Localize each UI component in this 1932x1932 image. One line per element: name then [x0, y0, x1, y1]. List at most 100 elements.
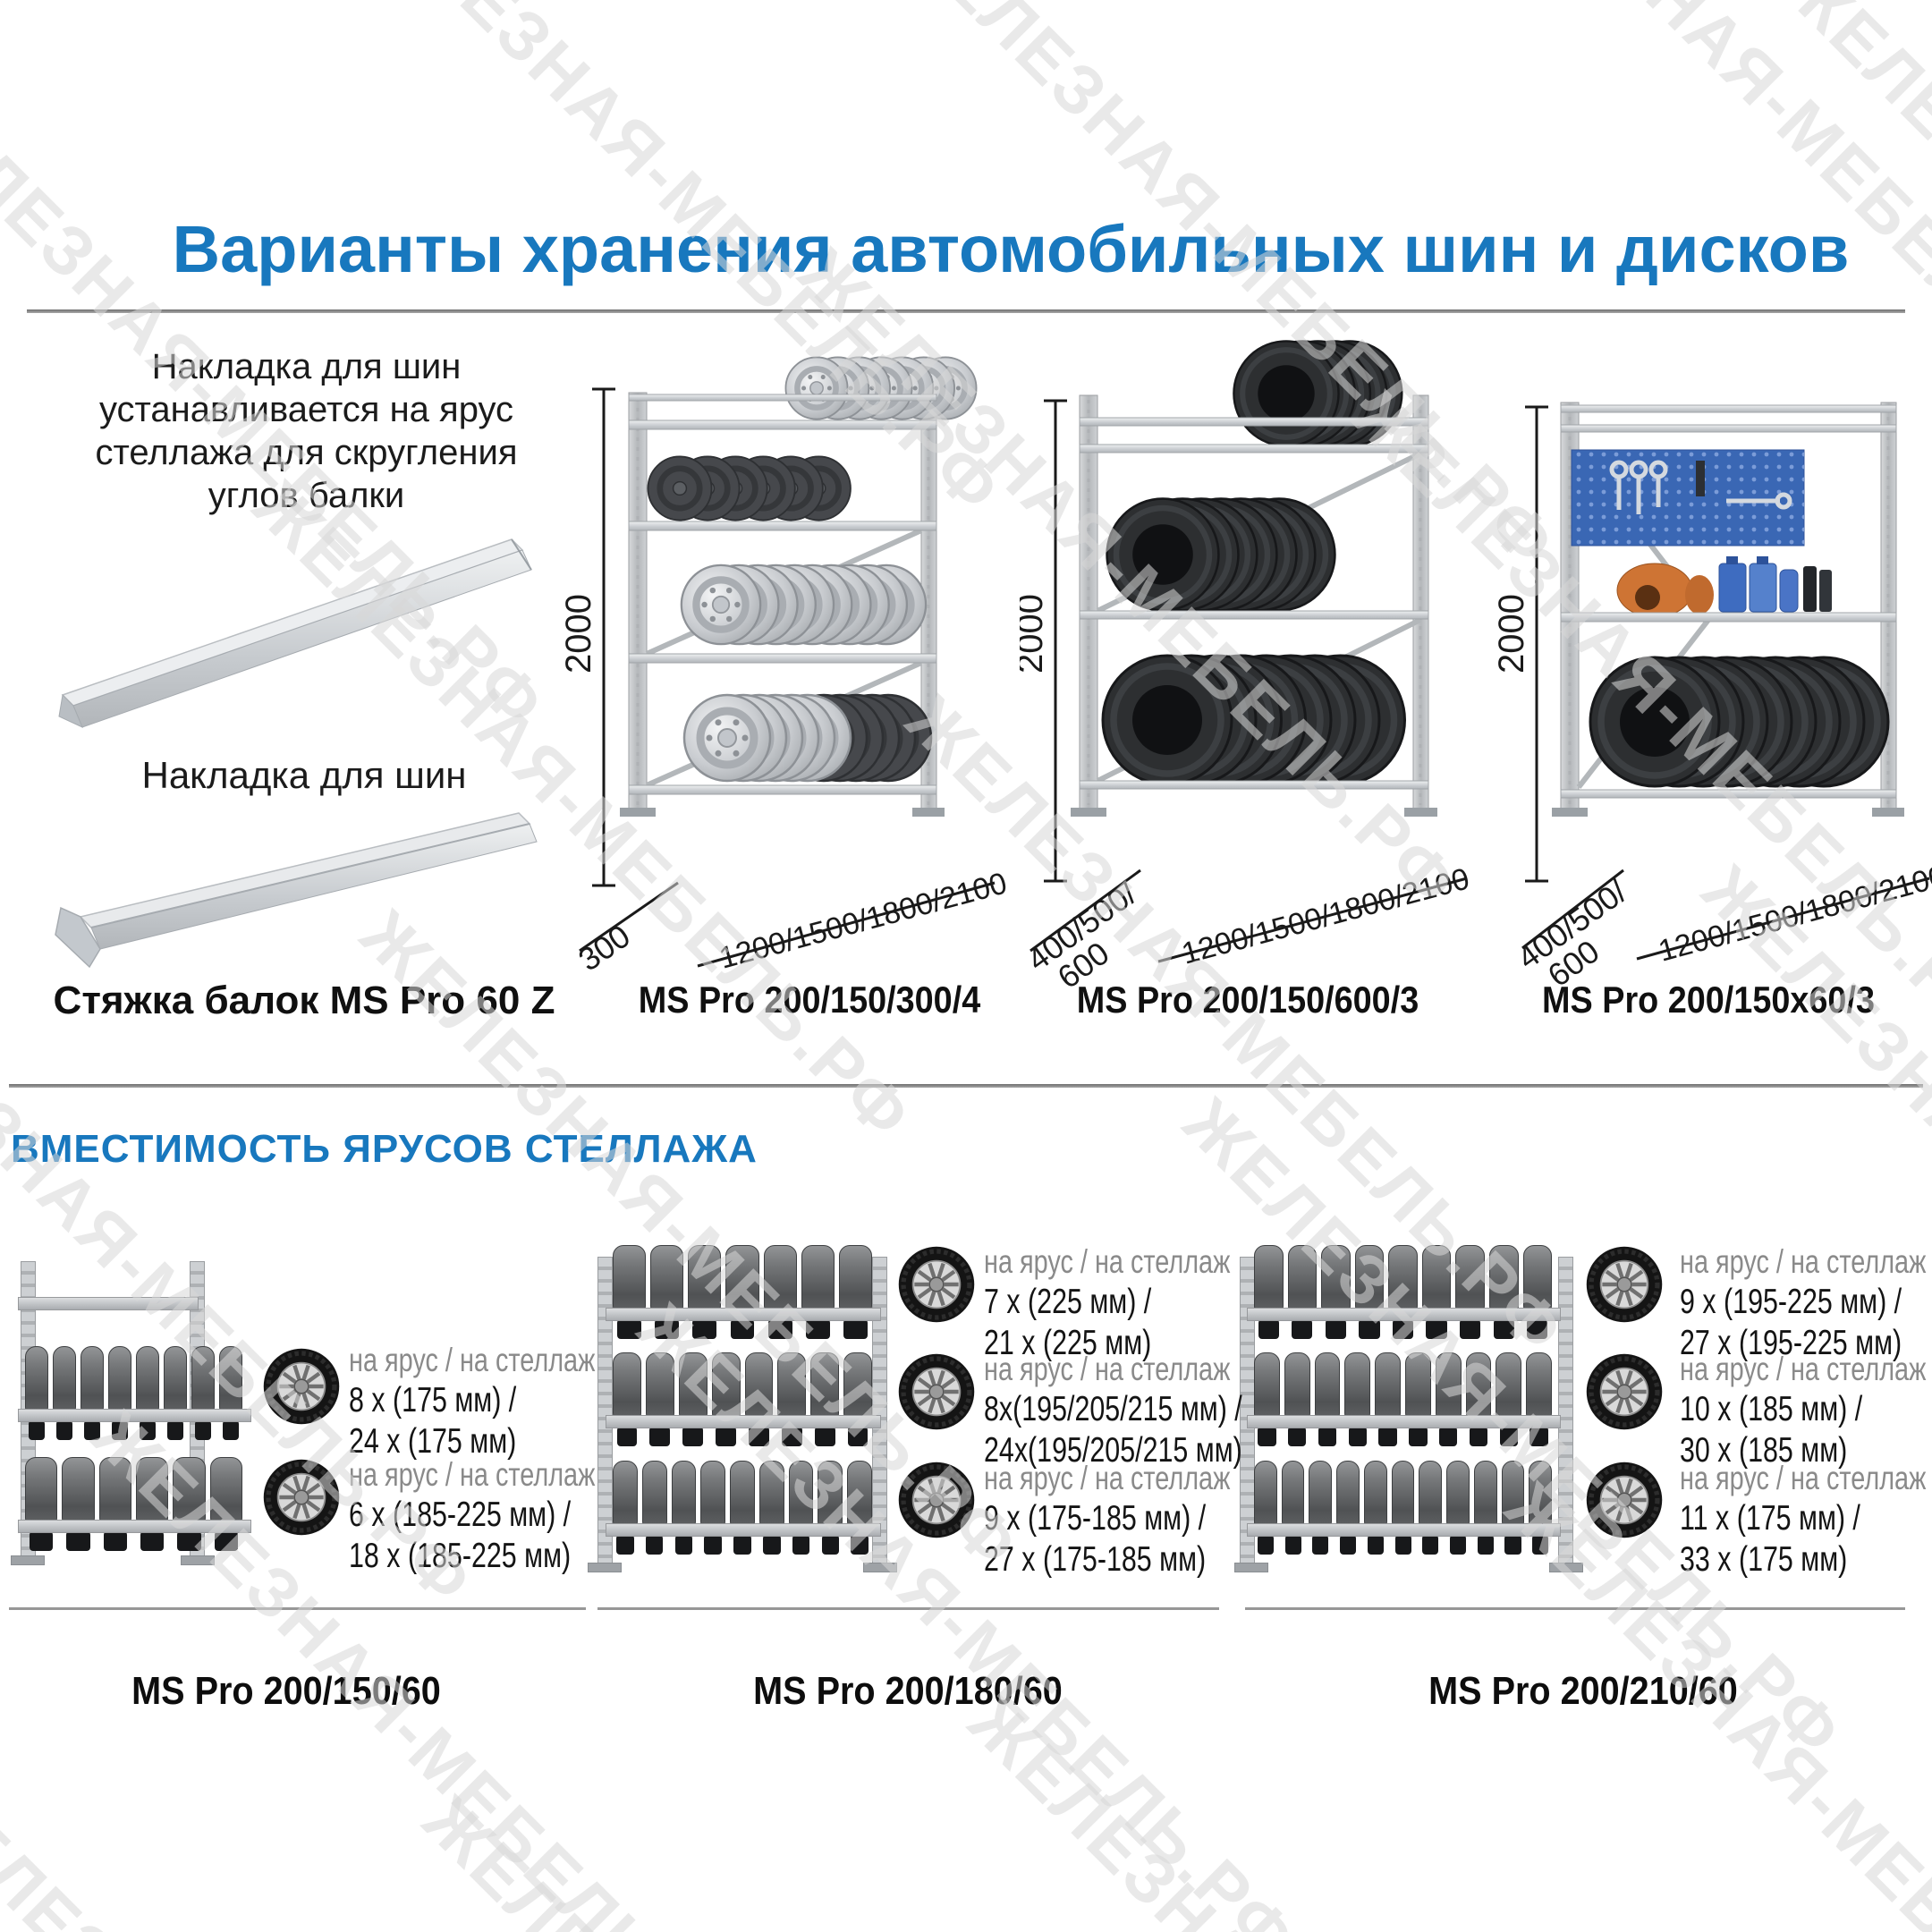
spec-per-label: на ярус / на стеллаж: [984, 1351, 1231, 1387]
rack-baseplate: [1234, 1563, 1268, 1572]
tire: [1446, 1461, 1470, 1555]
capacity-spec: на ярус / на стеллаж 8 х (175 мм) / 24 х…: [349, 1342, 595, 1463]
tire: [53, 1346, 76, 1440]
tire: [678, 1352, 708, 1446]
capacity-rack-caption: MS Pro 200/180/60: [753, 1669, 1063, 1713]
tire: [700, 1461, 726, 1555]
tire: [219, 1346, 242, 1440]
capacity-rack-1-illustration: [0, 1257, 268, 1570]
dim-width: 1200/1500/1800/2100: [1655, 859, 1932, 968]
spec-per-label: на ярус / на стеллаж: [349, 1456, 596, 1493]
spec-per-label: на ярус / на стеллаж: [1680, 1243, 1927, 1280]
watermark-text: ЖЕЛЕЗНАЯ-МЕБЕЛЬ.РФ: [408, 1780, 1099, 1932]
spec-per-tier: 6 х (185-225 мм) /: [349, 1495, 572, 1534]
spec-per-rack: 24х(195/205/215 мм): [984, 1431, 1242, 1470]
dim-height: 2000: [1020, 594, 1050, 674]
spec-per-label: на ярус / на стеллаж: [984, 1243, 1231, 1280]
rack-illustration-pegboard: 2000 400/500/ 600 1200/1500/1800/2100: [1492, 402, 1932, 994]
spec-per-label: на ярус / на стеллаж: [349, 1342, 596, 1378]
tire: [1363, 1461, 1387, 1555]
tire: [1435, 1352, 1462, 1446]
tire-tier: [1254, 1352, 1552, 1446]
spec-per-rack: 21 х (225 мм): [984, 1324, 1152, 1363]
tire: [843, 1352, 872, 1446]
capacity-spec: на ярус / на стеллаж 8х(195/205/215 мм) …: [984, 1351, 1242, 1472]
tire: [80, 1346, 104, 1440]
capacity-spec: на ярус / на стеллаж 6 х (185-225 мм) / …: [349, 1456, 595, 1578]
tire-tier: [25, 1457, 242, 1551]
spec-per-tier: 8 х (175 мм) /: [349, 1380, 517, 1419]
spec-per-label: на ярус / на стеллаж: [1680, 1460, 1927, 1496]
tire-tier: [613, 1352, 872, 1446]
tire: [1496, 1352, 1522, 1446]
rack-beam: [18, 1409, 251, 1422]
capacity-rack-caption: MS Pro 200/210/60: [1428, 1669, 1738, 1713]
beam-tie-illustration: [55, 812, 538, 969]
tire-tier: [1254, 1245, 1553, 1339]
tire: [847, 1461, 873, 1555]
rack-baseplate: [1549, 1563, 1583, 1572]
tire: [1501, 1461, 1525, 1555]
tire: [1281, 1461, 1305, 1555]
tire: [725, 1245, 759, 1339]
capacity-divider: [597, 1607, 1219, 1610]
beam-tie-caption: Стяжка балок MS Pro 60 Z: [53, 979, 555, 1022]
capacity-heading: ВМЕСТИМОСТЬ ЯРУСОВ СТЕЛЛАЖА: [11, 1127, 758, 1171]
tire: [641, 1461, 667, 1555]
tire: [191, 1346, 215, 1440]
rack-post: [1558, 1257, 1573, 1567]
tire-tier: [613, 1245, 872, 1339]
wheel-icon: [1585, 1352, 1664, 1431]
tire: [1375, 1352, 1401, 1446]
tire: [818, 1461, 843, 1555]
tire: [810, 1352, 840, 1446]
tire: [173, 1457, 206, 1551]
spec-per-tier: 9 х (175-185 мм) /: [984, 1498, 1207, 1538]
tire: [1419, 1461, 1443, 1555]
capacity-rack-3-illustration: [1234, 1239, 1583, 1574]
tire: [1391, 1461, 1415, 1555]
rack-caption: MS Pro 200/150x60/3: [1542, 979, 1875, 1021]
page-title: Варианты хранения автомобильных шин и ди…: [172, 212, 1850, 286]
tire: [1421, 1245, 1452, 1339]
tire: [1354, 1245, 1385, 1339]
tire-pad-note: Накладка для шин устанавливается на ярус…: [95, 347, 518, 515]
tire: [62, 1457, 95, 1551]
rack-beam: [606, 1523, 881, 1537]
wheel-icon: [897, 1352, 976, 1431]
spec-per-rack: 30 х (185 мм): [1680, 1431, 1848, 1470]
spec-per-rack: 18 х (185-225 мм): [349, 1537, 572, 1576]
tire: [98, 1457, 131, 1551]
tire: [671, 1461, 697, 1555]
tire-tier: [25, 1346, 242, 1440]
tire: [1309, 1461, 1333, 1555]
rack-baseplate: [588, 1563, 622, 1572]
tire: [613, 1245, 647, 1339]
rack-caption: MS Pro 200/150/300/4: [638, 979, 981, 1021]
rack-beam: [1247, 1415, 1561, 1428]
rack-baseplate: [863, 1563, 897, 1572]
dim-height: 2000: [564, 594, 598, 674]
rack-illustration-discs: 2000 300 1200/1500/1800/2100: [564, 335, 1011, 979]
dim-depth: 300: [572, 918, 637, 979]
rack-baseplate: [181, 1555, 215, 1565]
tire: [730, 1461, 755, 1555]
capacity-spec: на ярус / на стеллаж 9 х (195-225 мм) / …: [1680, 1243, 1926, 1365]
tire: [25, 1346, 48, 1440]
rack-post: [872, 1257, 887, 1567]
tire: [801, 1245, 835, 1339]
tire: [1284, 1352, 1310, 1446]
tire: [1526, 1352, 1552, 1446]
tire: [25, 1457, 58, 1551]
tire: [164, 1346, 187, 1440]
tire: [1465, 1352, 1492, 1446]
tire: [613, 1461, 638, 1555]
rack-beam: [1247, 1523, 1561, 1537]
wheel-icon: [262, 1347, 341, 1426]
rack-beam: [18, 1297, 199, 1310]
tire: [613, 1352, 641, 1446]
tire-tier: [1254, 1461, 1553, 1555]
tire-pad-label: Накладка для шин: [141, 754, 467, 796]
rack-beam: [1247, 1308, 1561, 1321]
capacity-divider: [9, 1607, 586, 1610]
